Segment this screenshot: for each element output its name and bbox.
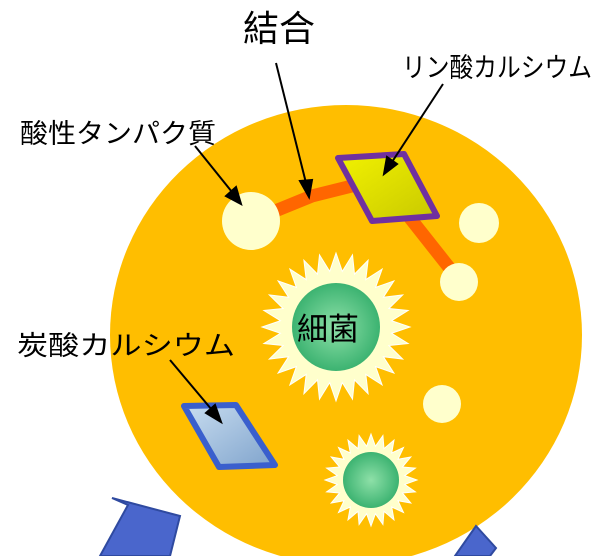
pointer-phosphate-head xyxy=(382,155,399,177)
calcium-carbonate-crystal xyxy=(181,402,278,470)
label-acidic-protein: 酸性タンパク質 xyxy=(20,119,216,150)
acidic-protein-circle xyxy=(222,192,280,250)
label-calcium-carbonate: 炭酸カルシウム xyxy=(17,331,235,362)
small-circle-right-lower xyxy=(423,385,461,423)
small-circle-right-upper xyxy=(459,203,499,243)
pointer-bond xyxy=(275,62,307,184)
pointer-carbonate-head xyxy=(204,403,223,425)
bacteria-core-large xyxy=(292,283,380,371)
pointer-bond-head xyxy=(298,178,314,200)
calcium-phosphate-crystal xyxy=(335,151,440,224)
arrow-right-blue xyxy=(453,524,498,556)
label-calcium-phosphate: リン酸カルシウム xyxy=(402,53,592,84)
label-bond: 結合 xyxy=(243,9,315,50)
pointer-protein xyxy=(194,145,233,193)
pointer-phosphate xyxy=(391,83,444,163)
small-circle-linked xyxy=(440,263,478,301)
pointer-carbonate xyxy=(169,359,213,411)
arrow-left-blue xyxy=(98,497,182,556)
pointer-protein-head xyxy=(224,185,243,207)
bond-line-right xyxy=(403,211,462,282)
label-bacteria: 細菌 xyxy=(297,312,359,348)
bacteria-core-small xyxy=(343,452,399,508)
